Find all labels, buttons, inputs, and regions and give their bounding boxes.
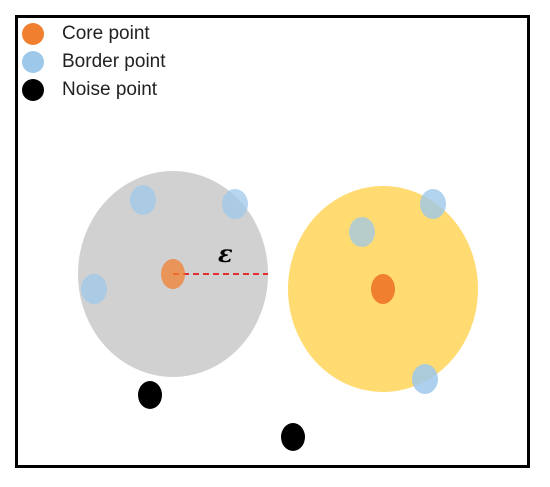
legend: Core point Border point Noise point (22, 20, 166, 104)
legend-label-border: Border point (62, 51, 166, 72)
epsilon-label: ε (218, 239, 233, 268)
noise-point (138, 381, 162, 409)
legend-item-noise: Noise point (22, 76, 166, 104)
noise-point-swatch (22, 79, 44, 101)
border-point (130, 185, 156, 215)
legend-label-core: Core point (62, 23, 150, 44)
core-point-swatch (22, 23, 44, 45)
legend-item-core: Core point (22, 20, 166, 48)
core-point (371, 274, 395, 304)
legend-label-noise: Noise point (62, 79, 158, 100)
border-point (349, 217, 375, 247)
border-point (420, 189, 446, 219)
border-point (81, 274, 107, 304)
border-point (222, 189, 248, 219)
noise-point (281, 423, 305, 451)
core-point (161, 259, 185, 289)
border-point-swatch (22, 51, 44, 73)
legend-item-border: Border point (22, 48, 166, 76)
border-point (412, 364, 438, 394)
